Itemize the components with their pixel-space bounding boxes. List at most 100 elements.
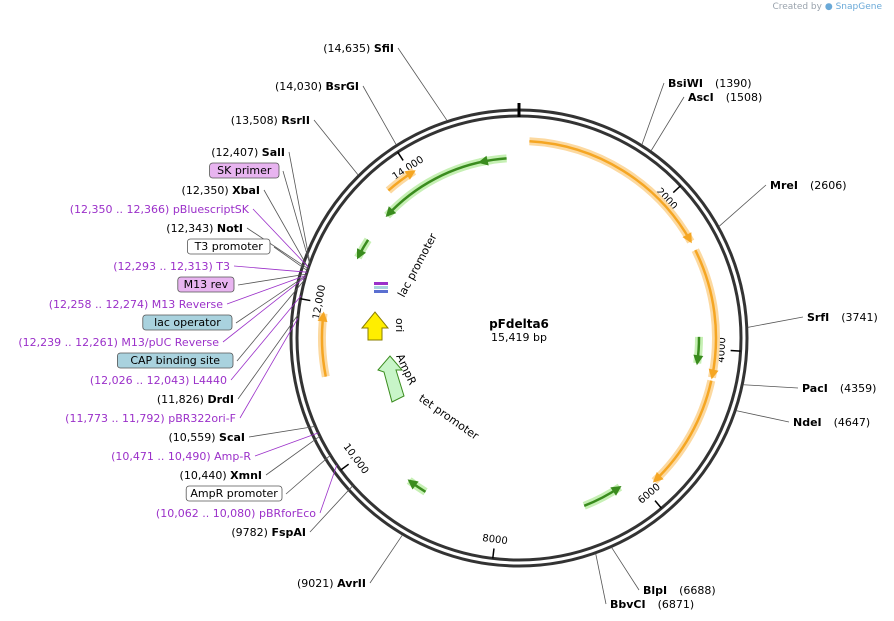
site-label: (11,826) DrdI xyxy=(157,393,234,406)
label-leader xyxy=(369,534,403,584)
label-name: NotI xyxy=(217,222,243,235)
label-name: DrdI xyxy=(207,393,234,406)
label-leader xyxy=(265,435,321,476)
ori-label: ori xyxy=(393,318,406,332)
right-labels: BsiWI(1390)AscI(1508)MreI(2606)SrfI(3741… xyxy=(595,77,878,611)
feature-label: SK primer xyxy=(217,164,272,177)
label-leader xyxy=(248,426,316,438)
label-leader xyxy=(362,85,397,145)
site-label: (9021) AvrII xyxy=(297,577,366,590)
site-position: (2606) xyxy=(810,179,847,192)
primer-label: (11,773 .. 11,792) pBR322ori-F xyxy=(65,412,236,425)
label-position: (10,559) xyxy=(168,431,219,444)
tick-mark xyxy=(654,500,663,509)
green-feature-arrowhead xyxy=(385,206,397,217)
label-leader xyxy=(319,464,338,514)
label-name: BsrGI xyxy=(326,80,359,93)
label-leader xyxy=(236,279,306,362)
site-leader xyxy=(718,184,767,227)
label-leader xyxy=(313,119,359,176)
label-position: (10,440) xyxy=(180,469,231,482)
label-leader xyxy=(237,314,299,400)
site-leader xyxy=(650,96,685,152)
site-name: SrfI xyxy=(807,311,829,324)
feature-box xyxy=(177,276,235,293)
ampr-arrow xyxy=(377,355,405,403)
label-position: (14,635) xyxy=(323,42,374,55)
site-name: BsiWI xyxy=(668,77,703,90)
primer-label: (12,350 .. 12,366) pBluescriptSK xyxy=(70,203,250,216)
label-position: (11,773 .. 11,792) xyxy=(65,412,168,425)
label-leader xyxy=(282,170,311,264)
site-name: PacI xyxy=(802,382,828,395)
primer-label: (10,471 .. 10,490) Amp-R xyxy=(111,450,251,463)
orange-feature-arrowhead xyxy=(652,472,664,483)
label-leader xyxy=(273,246,308,272)
label-leader xyxy=(235,275,307,324)
label-name: pBRforEco xyxy=(259,507,316,520)
label-leader xyxy=(309,485,354,533)
orange-feature-arc xyxy=(653,380,713,483)
label-name: pBluescriptSK xyxy=(173,203,250,216)
label-leader xyxy=(254,432,319,457)
label-leader xyxy=(237,273,307,286)
feature-box xyxy=(117,352,234,369)
site-label-blpi: BlpI(6688) xyxy=(643,584,716,597)
site-label: (12,343) NotI xyxy=(166,222,243,235)
label-leader xyxy=(226,275,307,305)
orange-feature-arrowhead xyxy=(317,311,328,323)
label-leader xyxy=(222,276,306,343)
tick-mark xyxy=(730,349,741,352)
tick-label: 10,000 xyxy=(341,442,371,477)
green-feature-arrowhead xyxy=(407,479,419,490)
tick-label: 8000 xyxy=(482,533,509,547)
site-label-srfi: SrfI(3741) xyxy=(807,311,878,324)
site-label-ndei: NdeI(4647) xyxy=(793,416,870,429)
green-feature-arrowhead xyxy=(357,248,366,260)
watermark-brand: SnapGene xyxy=(835,2,882,12)
site-position: (1508) xyxy=(726,91,763,104)
feature-box xyxy=(186,238,271,255)
primer-label: (10,062 .. 10,080) pBRforEco xyxy=(156,507,316,520)
label-name: AvrII xyxy=(337,577,366,590)
site-position: (6688) xyxy=(679,584,716,597)
label-position: (13,508) xyxy=(231,114,282,127)
left-labels: (14,635) SfiI(14,030) BsrGI(13,508) RsrI… xyxy=(18,42,448,590)
site-label: (9782) FspAI xyxy=(231,526,306,539)
site-position: (4647) xyxy=(834,416,871,429)
plasmid-name: pFdelta6 xyxy=(489,317,549,331)
site-label: (12,407) SalI xyxy=(211,146,285,159)
label-leader xyxy=(288,151,311,264)
label-leader xyxy=(230,295,302,381)
feature-label: CAP binding site xyxy=(130,354,220,367)
label-leader xyxy=(252,208,309,268)
label-name: SfiI xyxy=(374,42,394,55)
label-leader xyxy=(233,265,308,273)
label-leader xyxy=(246,227,309,270)
label-name: pBR322ori-F xyxy=(168,412,236,425)
label-position: (11,826) xyxy=(157,393,208,406)
feature-label: lac operator xyxy=(154,316,221,329)
cap-site-mark xyxy=(374,290,388,293)
lac-operator-mark xyxy=(374,286,388,289)
tick-label: 6000 xyxy=(636,482,663,507)
green-feature-arrowhead xyxy=(477,155,489,166)
primer-label: (12,293 .. 12,313) T3 xyxy=(113,260,230,273)
site-leader xyxy=(736,410,790,423)
label-name: XmnI xyxy=(230,469,262,482)
label-name: ScaI xyxy=(219,431,245,444)
green-feature-arrowhead xyxy=(693,354,704,366)
site-label-asci: AscI(1508) xyxy=(688,91,762,104)
label-name: XbaI xyxy=(232,184,260,197)
label-position: (12,407) xyxy=(211,146,262,159)
site-label-bsiwi: BsiWI(1390) xyxy=(668,77,752,90)
label-position: (10,471 .. 10,490) xyxy=(111,450,214,463)
label-leader xyxy=(397,47,448,121)
site-label: (12,350) XbaI xyxy=(182,184,260,197)
snapgene-watermark: Created by ● SnapGene xyxy=(772,2,882,12)
orange-feature-arrowhead xyxy=(682,232,692,244)
tick-mark xyxy=(397,151,404,161)
label-name: RsrII xyxy=(281,114,310,127)
feature-box xyxy=(142,314,233,331)
tick-mark xyxy=(340,463,350,471)
